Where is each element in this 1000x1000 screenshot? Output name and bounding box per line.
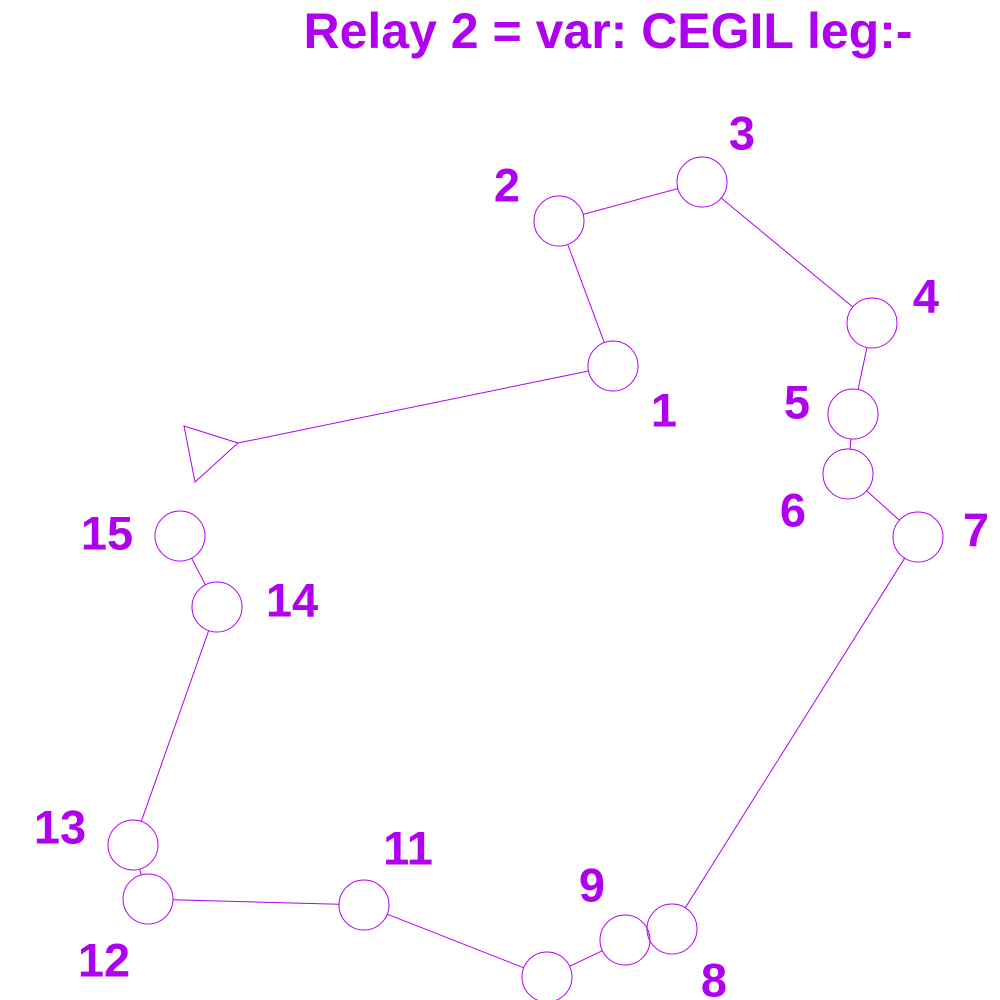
- control-circle-6: [822, 448, 874, 500]
- leg-9-to-10: [569, 950, 603, 967]
- control-label-14: 14: [266, 574, 318, 627]
- control-label-4: 4: [913, 270, 939, 323]
- control-circle-14: [191, 581, 243, 633]
- control-label-1: 1: [651, 384, 677, 437]
- control-circle-5: [827, 388, 879, 440]
- control-circle-8: [646, 903, 698, 955]
- leg-11-to-12: [172, 899, 340, 905]
- control-label-3: 3: [729, 107, 755, 160]
- control-circle-12: [122, 873, 174, 925]
- control-label-13: 13: [34, 801, 86, 854]
- leg-14-to-15: [191, 557, 206, 586]
- start-triangle-icon: [183, 425, 239, 483]
- control-label-9: 9: [579, 859, 605, 912]
- control-label-11: 11: [383, 822, 433, 875]
- leg-start-to-1: [237, 370, 589, 444]
- control-label-12: 12: [78, 934, 130, 987]
- control-circle-13: [107, 819, 159, 871]
- leg-6-to-7: [866, 490, 900, 521]
- control-circle-11: [338, 879, 390, 931]
- control-label-8: 8: [701, 954, 727, 1000]
- control-circle-7: [892, 511, 944, 563]
- control-circles: [107, 156, 944, 1000]
- leg-2-to-3: [582, 188, 679, 215]
- leg-5-to-6: [849, 438, 852, 450]
- leg-13-to-14: [140, 630, 210, 822]
- leg-10-to-11: [387, 913, 524, 969]
- leg-4-to-5: [857, 347, 868, 390]
- control-label-7: 7: [963, 504, 989, 557]
- control-label-5: 5: [784, 376, 810, 429]
- control-circle-15: [154, 510, 206, 562]
- course-legs: [139, 188, 906, 969]
- leg-1-to-2: [567, 244, 605, 343]
- control-circle-1: [587, 340, 639, 392]
- control-circle-3: [676, 156, 728, 208]
- control-circle-4: [846, 297, 898, 349]
- leg-12-to-13: [139, 868, 142, 876]
- control-label-15: 15: [81, 507, 133, 560]
- control-label-6: 6: [780, 484, 806, 537]
- control-label-2: 2: [494, 159, 520, 212]
- course-title: Relay 2 = var: CEGIL leg:-: [303, 3, 912, 59]
- control-circle-2: [533, 195, 585, 247]
- leg-7-to-8: [684, 557, 906, 909]
- control-circle-10: [521, 951, 573, 1000]
- leg-3-to-4: [720, 197, 854, 308]
- control-circle-9: [599, 914, 651, 966]
